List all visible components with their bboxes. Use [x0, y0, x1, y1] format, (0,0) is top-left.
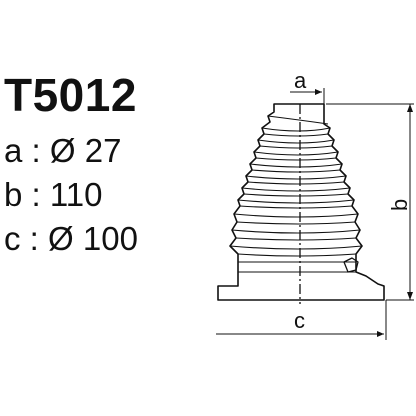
boot-ribs [229, 115, 363, 273]
spec-a-sep: : [22, 132, 50, 169]
dimension-b [326, 103, 414, 301]
spec-c-value: 100 [82, 220, 138, 257]
spec-a-diameter-symbol: Ø [49, 132, 76, 169]
spec-b-key: b [4, 176, 23, 213]
spec-a-key: a [4, 132, 23, 169]
part-code: T5012 [4, 69, 137, 121]
spec-c: c : Ø 100 [4, 222, 138, 255]
spec-b-sep: : [22, 176, 50, 213]
spec-b-value: 110 [49, 176, 103, 213]
boot-clamp-detail [343, 257, 359, 273]
cv-boot-bellows [217, 103, 385, 301]
spec-b: b : 110 [4, 178, 103, 211]
dimension-b-label: b [387, 199, 412, 211]
dimension-a-label: a [294, 68, 307, 93]
spec-a: a : Ø 27 [4, 134, 121, 167]
dimension-a [290, 88, 325, 104]
spec-c-sep: : [20, 220, 49, 257]
spec-c-key: c [4, 220, 21, 257]
dimension-c-label: c [294, 308, 305, 333]
dimension-c [216, 300, 387, 340]
boot-right-outline [300, 103, 385, 301]
spec-a-value: 27 [84, 132, 122, 169]
spec-c-diameter-symbol: Ø [48, 220, 74, 257]
